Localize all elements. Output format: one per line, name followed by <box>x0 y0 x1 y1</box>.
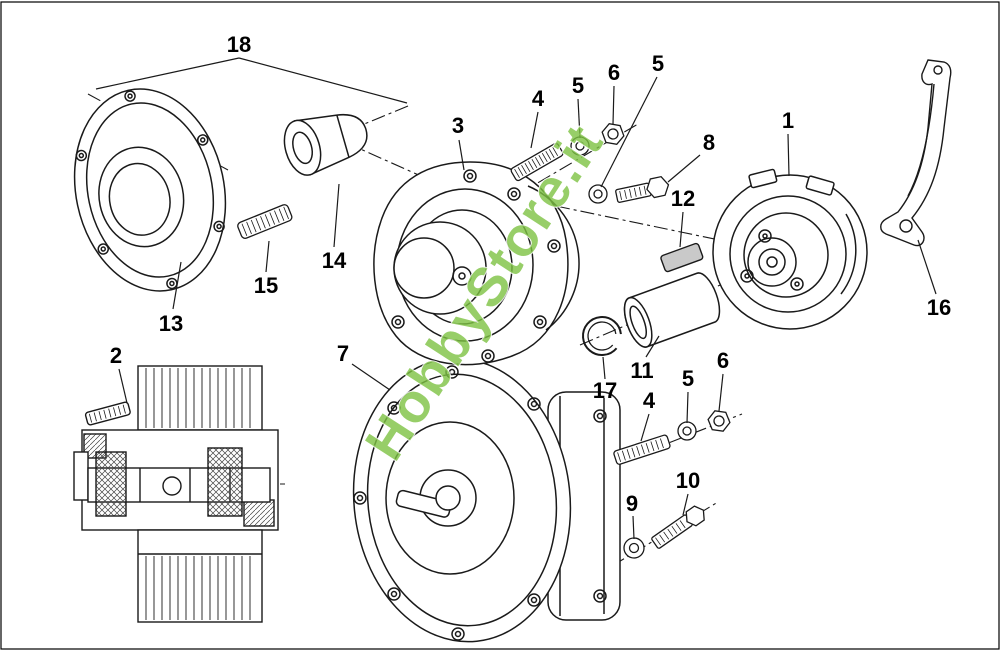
callout-2: 2 <box>110 343 122 368</box>
part-14-tapered-bushing <box>283 113 368 176</box>
part-10-bolt <box>651 505 705 549</box>
part-9-washer <box>623 537 645 559</box>
callout-5-top: 5 <box>572 73 584 98</box>
callout-11: 11 <box>630 358 653 383</box>
part-12-key <box>660 242 704 273</box>
part-5-washer-lower <box>677 421 697 441</box>
part-4-stud-top <box>510 142 564 182</box>
callout-14: 14 <box>322 248 347 273</box>
callout-4-lower: 4 <box>643 388 656 413</box>
callout-5-lower: 5 <box>682 366 694 391</box>
callout-3: 3 <box>452 113 464 138</box>
part-13-cover <box>73 88 227 292</box>
callout-17: 17 <box>593 378 617 403</box>
part-11-spacer-sleeve <box>623 272 721 348</box>
part-4-stud-lower <box>613 434 671 465</box>
callout-15: 15 <box>254 273 278 298</box>
part-16-lever <box>880 59 952 247</box>
part-5-washer-mid <box>588 184 608 204</box>
callout-18: 18 <box>227 32 251 57</box>
part-15-stud <box>237 204 293 239</box>
part-6-nut-top <box>601 122 625 146</box>
callout-18-bracket <box>95 57 408 104</box>
part-17-snap-ring <box>582 316 622 356</box>
part-2-cylinder-section <box>73 365 279 623</box>
callout-6-lower: 6 <box>717 348 729 373</box>
callout-13: 13 <box>159 311 183 336</box>
callout-9: 9 <box>626 491 638 516</box>
part-3-bearing-plate <box>373 161 580 366</box>
callout-numbers: 18 13 15 14 3 4 5 6 5 8 12 1 16 17 11 7 … <box>110 32 951 516</box>
callout-10: 10 <box>676 468 700 493</box>
callout-4-top: 4 <box>532 86 545 111</box>
callout-8: 8 <box>703 130 715 155</box>
part-1-flywheel <box>712 168 868 330</box>
callout-7: 7 <box>337 341 349 366</box>
callout-12: 12 <box>671 186 695 211</box>
callout-1: 1 <box>782 108 794 133</box>
callout-6-top: 6 <box>608 60 620 85</box>
callout-16: 16 <box>927 295 951 320</box>
part-8-bolt <box>615 175 670 203</box>
part-6-nut-lower <box>707 410 731 432</box>
leader-lines <box>118 76 937 540</box>
callout-5-mid: 5 <box>652 51 664 76</box>
part-7-crankcase-half <box>352 357 621 643</box>
